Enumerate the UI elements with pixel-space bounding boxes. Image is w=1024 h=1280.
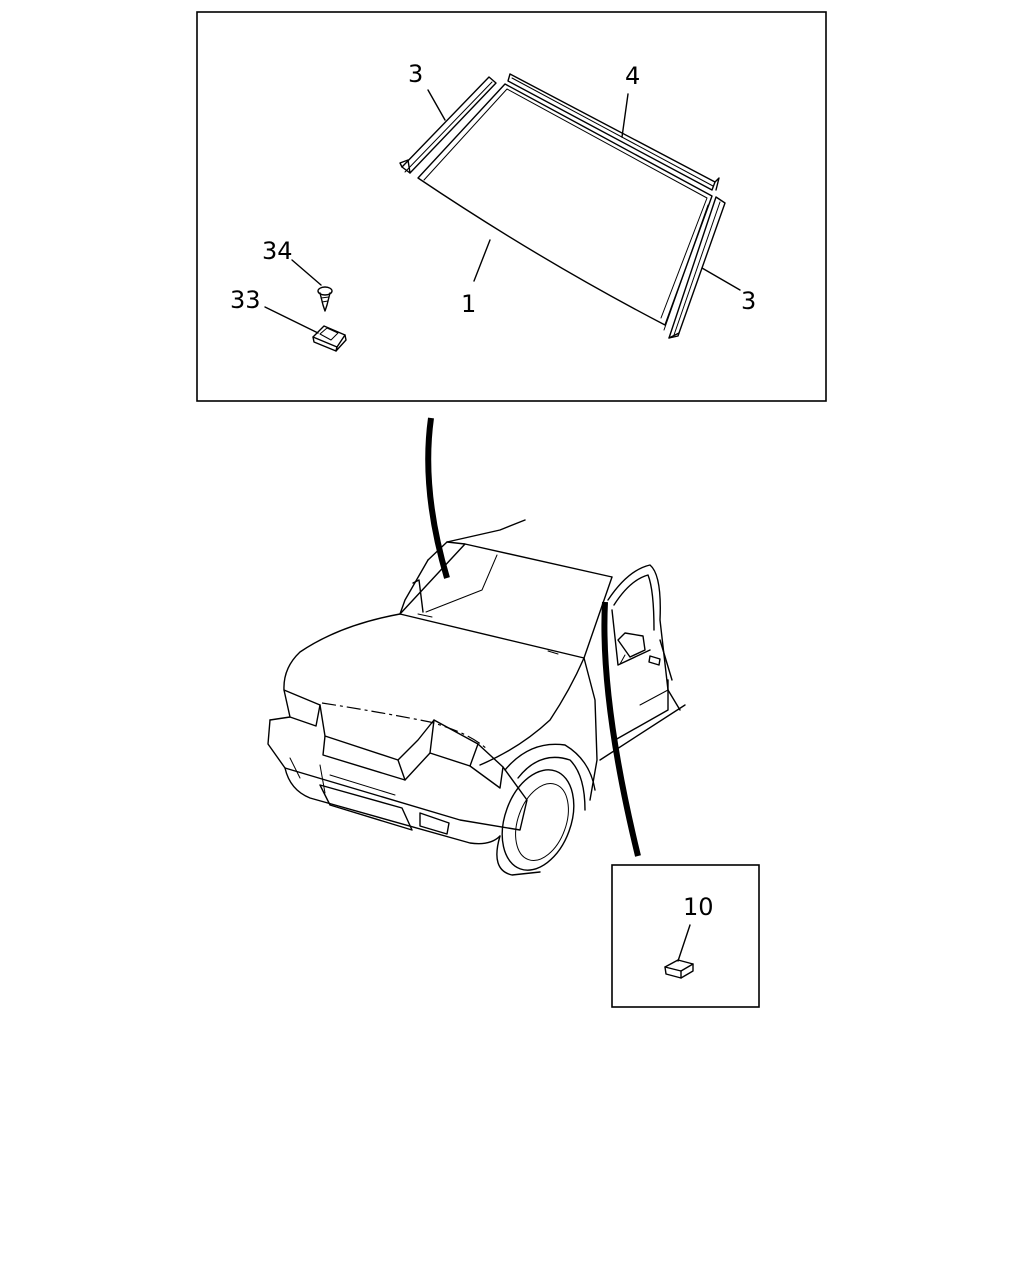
callout-spacer-block: 10 bbox=[683, 893, 714, 921]
callout-side-molding-right: 3 bbox=[741, 287, 756, 315]
detail-frame bbox=[196, 11, 827, 402]
leader-line-spacer bbox=[677, 924, 691, 962]
screw bbox=[317, 286, 333, 312]
callout-side-molding-left: 3 bbox=[408, 60, 423, 88]
spacer-block bbox=[664, 959, 694, 979]
windshield-detail-box: 3 4 1 3 34 33 bbox=[196, 11, 827, 402]
callout-screw: 34 bbox=[262, 237, 293, 265]
clip bbox=[312, 325, 347, 352]
pointer-to-windshield bbox=[425, 417, 450, 579]
spacer-detail-box: 10 bbox=[611, 864, 760, 1008]
callout-top-molding: 4 bbox=[625, 62, 640, 90]
callout-windshield: 1 bbox=[461, 290, 476, 318]
pointer-lines bbox=[425, 417, 641, 857]
leader-lines-top bbox=[264, 89, 741, 334]
pointer-to-spacer bbox=[601, 601, 641, 857]
spacer-frame bbox=[611, 864, 760, 1008]
side-molding-left bbox=[399, 76, 497, 174]
side-molding-right bbox=[663, 196, 726, 339]
vehicle-illustration bbox=[267, 519, 686, 876]
callout-clip: 33 bbox=[230, 286, 261, 314]
windshield-glass bbox=[417, 83, 713, 326]
top-molding bbox=[507, 73, 720, 191]
